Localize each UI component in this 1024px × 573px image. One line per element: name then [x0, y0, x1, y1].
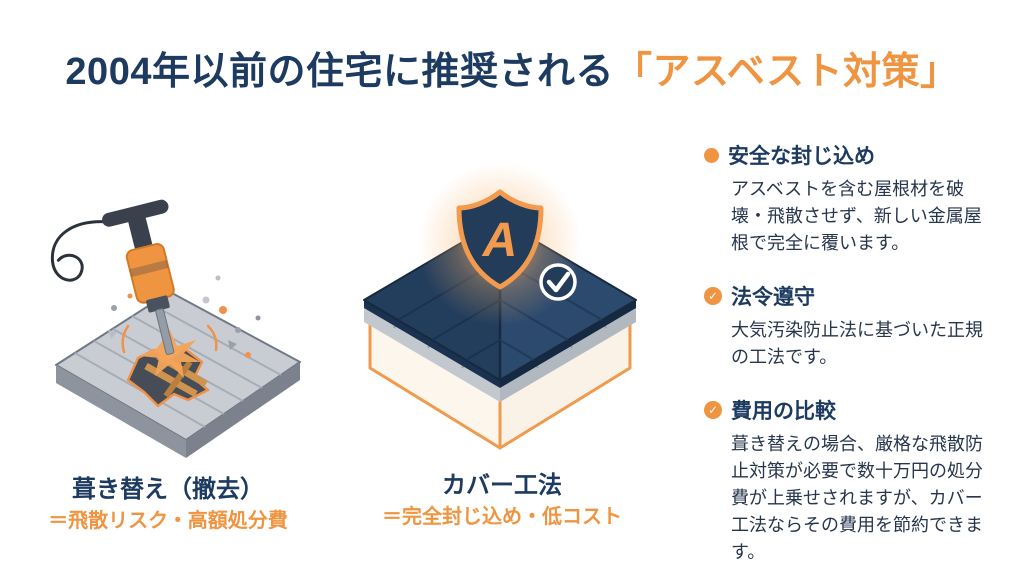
point-title: 安全な封じ込め	[728, 145, 875, 168]
point-body: アスベストを含む屋根材を破壊・飛散させず、新しい金属屋根で完全に覆います。	[731, 179, 982, 253]
demolition-illustration	[51, 199, 301, 458]
list-item: 安全な封じ込め アスベストを含む屋根材を破壊・飛散させず、新しい金属屋根で完全に…	[704, 140, 1004, 257]
check-icon: ✓	[704, 401, 722, 419]
check-glyph: ✓	[707, 403, 719, 417]
point-title: 法令遵守	[731, 286, 815, 309]
point-header: 安全な封じ込め	[704, 140, 1004, 170]
shield-letter: A	[482, 214, 518, 267]
figure-caption-block: 葺き替え（撤去） ＝飛散リスク・高額処分費	[48, 474, 288, 535]
cover-method-illustration: A	[363, 162, 637, 450]
point-header: ✓ 費用の比較	[704, 395, 1004, 425]
list-item: ✓ 費用の比較 葺き替えの場合、厳格な飛散防止対策が必要で数十万円の処分費が上乗…	[704, 395, 1004, 566]
figure-caption-block: カバー工法 ＝完全封じ込め・低コスト	[382, 470, 622, 531]
figure-subcaption: ＝飛散リスク・高額処分費	[48, 510, 288, 533]
list-item: ✓ 法令遵守 大気汚染防止法に基づいた正規の工法です。	[704, 281, 1004, 371]
shield-icon: A	[456, 189, 544, 290]
point-body: 大気汚染防止法に基づいた正規の工法です。	[731, 320, 983, 367]
point-header: ✓ 法令遵守	[704, 281, 1004, 311]
benefits-list: 安全な封じ込め アスベストを含む屋根材を破壊・飛散させず、新しい金属屋根で完全に…	[704, 140, 1004, 566]
title-main: 2004年以前の住宅に推奨される	[65, 51, 614, 93]
point-title: 費用の比較	[731, 400, 836, 423]
check-icon: ✓	[704, 287, 722, 305]
figure-caption: 葺き替え（撤去）	[71, 476, 264, 503]
check-badge-icon	[539, 263, 577, 301]
figure-reroofing: 葺き替え（撤去） ＝飛散リスク・高額処分費	[14, 150, 322, 535]
bullet-dot-icon	[704, 147, 719, 163]
debris-particles	[108, 275, 261, 358]
figure-subcaption: ＝完全封じ込め・低コスト	[382, 506, 622, 529]
title-highlight: 「アスベスト対策」	[613, 51, 959, 93]
page-title: 2004年以前の住宅に推奨される「アスベスト対策」	[0, 40, 1024, 95]
check-glyph: ✓	[707, 289, 719, 303]
figure-caption: カバー工法	[442, 472, 562, 499]
jackhammer-icon	[51, 199, 175, 355]
figure-cover-method: A カバー工法 ＝完全封じ込め・低コスト	[326, 130, 678, 531]
point-body: 葺き替えの場合、厳格な飛散防止対策が必要で数十万円の処分費が上乗せされますが、カ…	[731, 434, 983, 562]
